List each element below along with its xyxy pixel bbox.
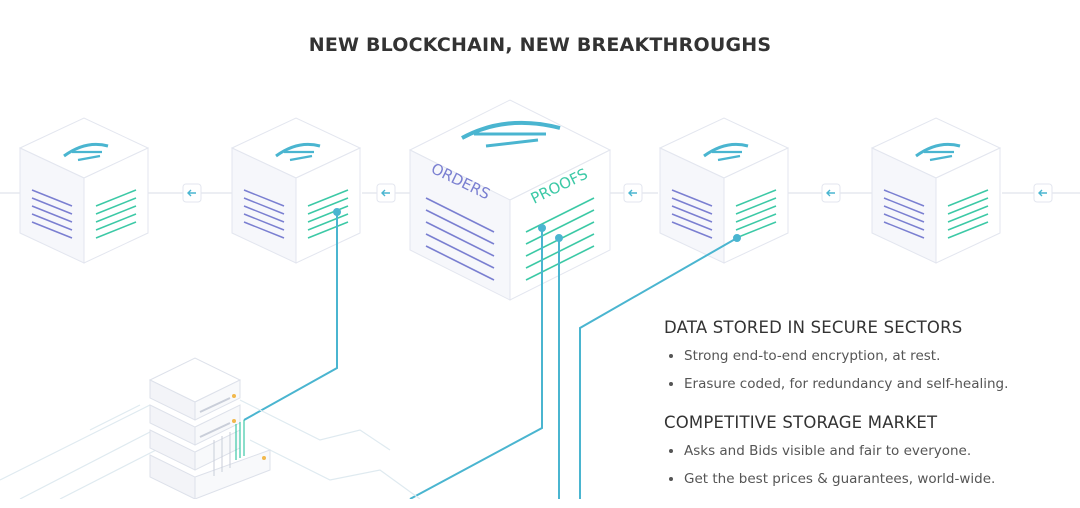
block-cube [658,117,790,264]
section-heading-secure-sectors: DATA STORED IN SECURE SECTORS [664,318,963,337]
center-block-cube: ORDERS PROOFS [408,99,612,301]
bullet-list-secure-sectors: Strong end-to-end encryption, at rest. E… [664,349,1080,391]
arrow-left-icon [821,183,841,203]
storage-server-stack [0,357,421,499]
arrow-left-icon [1033,183,1053,203]
block-cube [870,117,1002,264]
block-cube [230,117,362,264]
bullet-item: Asks and Bids visible and fair to everyo… [684,444,1080,458]
section-heading-storage-market: COMPETITIVE STORAGE MARKET [664,413,938,432]
page-title: NEW BLOCKCHAIN, NEW BREAKTHROUGHS [308,34,772,56]
arrow-left-icon [182,183,202,203]
bullet-item: Strong end-to-end encryption, at rest. [684,349,1080,363]
arrow-left-icon [376,183,396,203]
filecoin-logo-icon [703,142,749,162]
block-cube [18,117,150,264]
arrow-left-icon [623,183,643,203]
filecoin-logo-icon [63,142,109,162]
bullet-item: Erasure coded, for redundancy and self-h… [684,377,1080,391]
filecoin-logo-icon [915,142,961,162]
bullet-item: Get the best prices & guarantees, world-… [684,472,1080,486]
filecoin-logo-icon [275,142,321,162]
connection-lines [243,208,741,499]
feature-info-panel: DATA STORED IN SECURE SECTORS Strong end… [664,318,1080,508]
filecoin-logo-icon [461,120,561,148]
bullet-list-storage-market: Asks and Bids visible and fair to everyo… [664,444,1080,486]
